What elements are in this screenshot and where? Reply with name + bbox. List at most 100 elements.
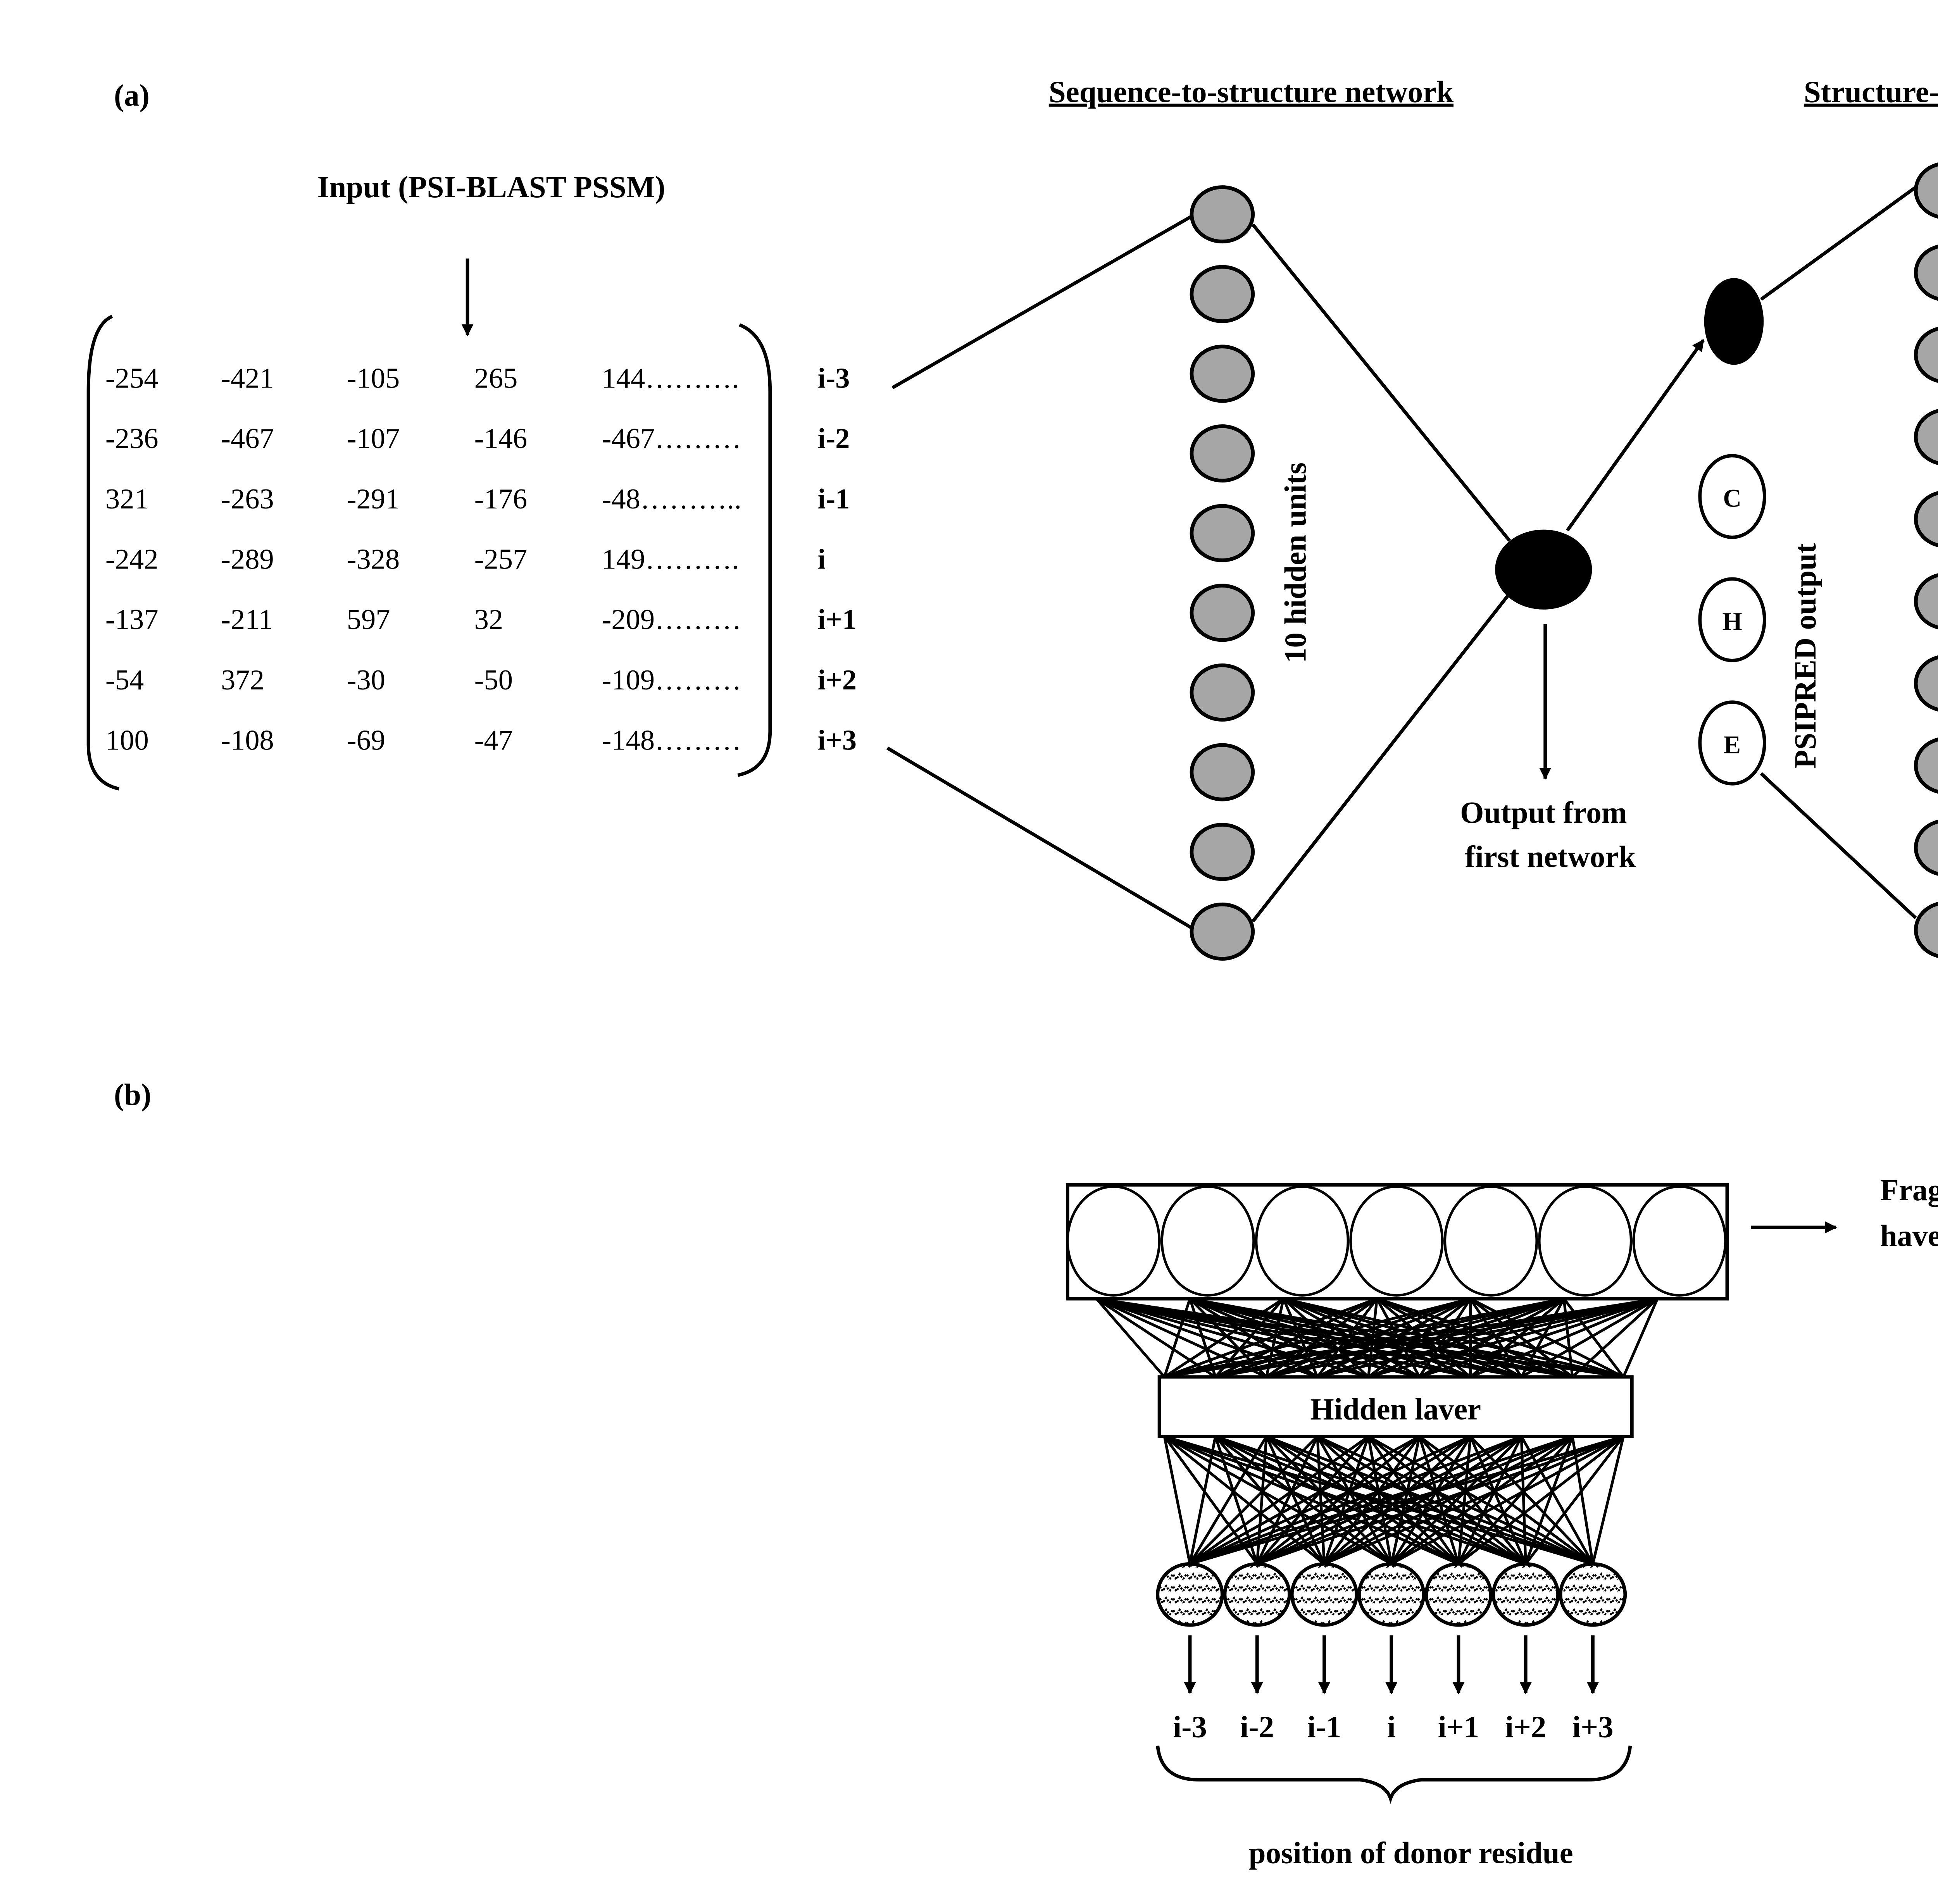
matrix-position-label: i-3 <box>818 362 850 394</box>
position-label: i-1 <box>1307 1711 1341 1744</box>
connection-line <box>1266 1297 1658 1378</box>
output-unit <box>1255 1185 1350 1297</box>
network2-input-node <box>1704 278 1764 365</box>
connection-line <box>1189 1297 1369 1378</box>
input-position: i+3 <box>1559 1562 1627 1744</box>
matrix-cell: -257 <box>474 544 528 576</box>
hidden-unit <box>1914 655 1938 712</box>
input-position: i+2 <box>1491 1562 1560 1744</box>
connection-line <box>1390 1435 1573 1565</box>
hidden-unit <box>1190 823 1255 881</box>
input-position: i-3 <box>1156 1562 1224 1744</box>
connection-line <box>1256 1435 1370 1565</box>
connection-line <box>1323 1435 1471 1565</box>
matrix-cell: -30 <box>347 664 385 696</box>
panel-a-label: (a) <box>114 79 150 112</box>
connection-line <box>1190 1297 1471 1378</box>
input-unit <box>1424 1562 1493 1627</box>
connection-line <box>1189 1297 1420 1378</box>
connection-line <box>1521 1297 1658 1378</box>
matrix-cell: -47 <box>474 725 513 756</box>
connection-line <box>1524 1435 1625 1565</box>
connection-line <box>1283 1297 1471 1378</box>
connection-line <box>1390 1435 1472 1565</box>
input-unit <box>1357 1562 1426 1627</box>
connection-line <box>1257 1435 1624 1565</box>
n1-hidden-to-output-bottom <box>1251 584 1518 923</box>
matrix-cell: -289 <box>221 544 274 576</box>
hidden-unit <box>1914 491 1938 548</box>
matrix-cell: -176 <box>474 483 528 515</box>
position-label: i+2 <box>1505 1711 1546 1744</box>
matrix-cell: -254 <box>105 362 159 394</box>
matrix-cell: -421 <box>221 362 274 394</box>
connection-line <box>1283 1297 1573 1378</box>
n2-input-line-bottom <box>1760 772 1917 919</box>
connection-line <box>1190 1435 1624 1565</box>
hidden-unit <box>1190 743 1255 801</box>
connection-line <box>1096 1297 1420 1378</box>
hidden-unit <box>1914 245 1938 301</box>
connection-line <box>1163 1436 1191 1565</box>
n1-to-n2-arrow <box>1566 339 1705 532</box>
position-label: i-3 <box>1173 1711 1207 1744</box>
position-label: i+1 <box>1438 1711 1479 1744</box>
matrix-left-bracket <box>86 315 119 791</box>
psipred-nodes: CHE <box>1698 454 1766 786</box>
connection-line <box>1457 1435 1624 1565</box>
connection-line <box>1562 1298 1574 1377</box>
connection-line <box>1323 1435 1421 1565</box>
n2-input-line-top <box>1760 186 1917 301</box>
fragment-label-line2: have Ar-NH interaction <box>1880 1219 1938 1253</box>
matrix-cell: -467 <box>221 423 274 455</box>
connection-line <box>1571 1297 1659 1378</box>
matrix-cell: -291 <box>347 483 400 515</box>
connection-line <box>1164 1435 1325 1565</box>
hidden-unit <box>1914 573 1938 630</box>
psipred-node-label: H <box>1722 607 1742 636</box>
connection-line <box>1164 1297 1564 1378</box>
connection-line <box>1256 1435 1471 1565</box>
psipred-node-label: E <box>1724 731 1741 759</box>
connection-line <box>1189 1435 1522 1565</box>
input-position: i <box>1357 1562 1426 1744</box>
connection-line <box>1323 1435 1573 1565</box>
matrix-cell: -69 <box>347 725 385 756</box>
matrix-cell: -148……… <box>602 725 741 756</box>
matrix-position-label: i+1 <box>818 604 857 636</box>
connection-line <box>1189 1435 1471 1565</box>
network1-hidden-units <box>1190 185 1255 961</box>
network1-output-node <box>1495 529 1592 610</box>
connection-line <box>1096 1297 1369 1378</box>
connection-line <box>1256 1435 1573 1565</box>
network2-hidden-units <box>1914 162 1938 958</box>
matrix-row: -236-467-107-146-467………i-2 <box>105 423 850 455</box>
connection-line <box>1096 1297 1522 1378</box>
matrix-cell: 372 <box>221 664 264 696</box>
matrix-cell: -50 <box>474 664 513 696</box>
matrix-right-bracket <box>737 323 772 777</box>
hidden-unit <box>1190 902 1255 961</box>
hidden-unit <box>1190 185 1255 244</box>
connection-line <box>1095 1297 1216 1378</box>
psipred-node <box>1698 454 1766 539</box>
input-title: Input (PSI-BLAST PSSM) <box>317 171 666 204</box>
matrix-position-label: i-1 <box>818 483 850 515</box>
matrix-cell: -263 <box>221 483 274 515</box>
psipred-node <box>1698 577 1766 662</box>
matrix-cell: -54 <box>105 664 144 696</box>
matrix-cell: 32 <box>474 604 503 636</box>
psipred-label: PSIPRED output <box>1789 543 1822 768</box>
matrix-cell: 144………. <box>602 362 739 394</box>
top-layer-nodes <box>1066 1185 1727 1297</box>
hidden-unit <box>1914 820 1938 876</box>
connection-line <box>1215 1297 1471 1378</box>
brace-label: position of donor residue <box>1249 1836 1573 1870</box>
input-unit <box>1290 1562 1359 1627</box>
position-brace <box>1156 1745 1632 1804</box>
connection-line <box>1622 1298 1659 1378</box>
matrix-cell: -209……… <box>602 604 741 636</box>
connection-line <box>1164 1297 1658 1378</box>
hidden-unit <box>1914 902 1938 958</box>
